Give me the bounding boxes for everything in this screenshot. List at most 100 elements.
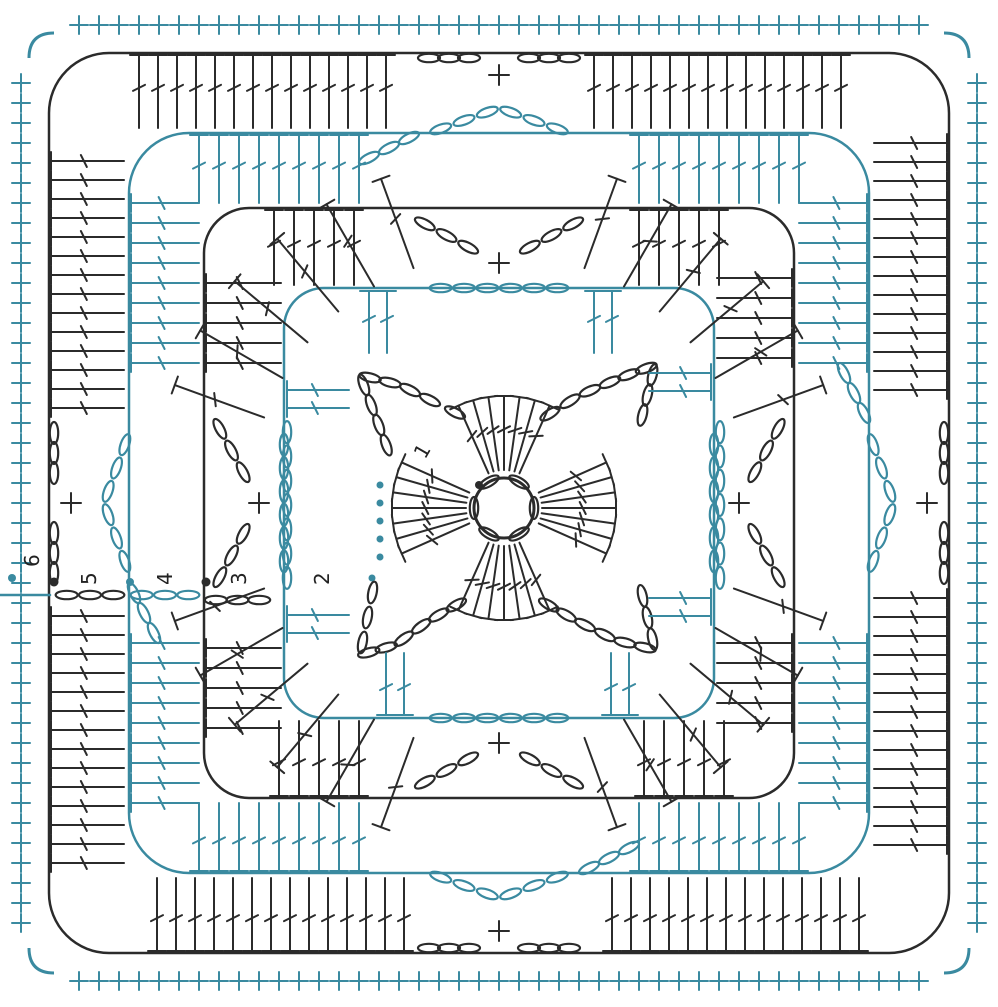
double-crochet-stitch (874, 722, 947, 740)
double-crochet-stitch (131, 234, 199, 252)
slip-stitch-dot (377, 536, 384, 543)
double-crochet-stitch (690, 135, 708, 203)
double-crochet-stitch (51, 683, 124, 701)
double-crochet-stitch (799, 674, 867, 692)
chain-stitch (109, 526, 124, 550)
double-crochet-stitch (51, 626, 124, 644)
double-crochet-stitch (670, 210, 688, 285)
stitch-crossbar (519, 431, 532, 433)
chain-stitch (476, 886, 500, 901)
double-crochet-stitch (51, 854, 124, 872)
chain-stitch (940, 442, 948, 464)
slip-stitch-dot (377, 482, 384, 489)
chain-stitch (538, 54, 560, 62)
double-crochet-stitch (51, 228, 124, 246)
chain-stitch (378, 376, 401, 389)
stitch-stem (235, 664, 308, 725)
corner-chain (944, 948, 969, 973)
double-crochet-stitch (850, 878, 868, 951)
double-crochet-stitch (395, 878, 413, 951)
double-crochet-stitch (378, 291, 396, 353)
double-crochet-stitch (131, 254, 199, 272)
stitch-crossbar (571, 472, 581, 481)
double-crochet-stitch (360, 291, 378, 353)
double-crochet-stitch (799, 634, 867, 652)
double-crochet-stitch (51, 645, 124, 663)
double-crochet-stitch (717, 289, 792, 307)
double-crochet-stitch (350, 803, 368, 871)
double-crochet-stitch (224, 878, 242, 951)
double-crochet-stitch (715, 721, 733, 796)
chain-stitch (845, 381, 862, 404)
double-crochet-stitch (717, 269, 792, 287)
chain-stitch (646, 363, 659, 386)
chain-stitch (363, 393, 379, 417)
double-crochet-stitch (630, 135, 648, 203)
chain-stitch (361, 606, 374, 629)
double-crochet-stitch (799, 294, 867, 312)
stitch-crossbar (391, 214, 400, 224)
double-crochet-stitch (376, 878, 394, 951)
double-crochet-stitch (603, 878, 621, 951)
double-crochet-stitch (874, 172, 947, 190)
chain-stitch (716, 470, 724, 492)
chain-stitch (438, 944, 460, 952)
stitch-stem (691, 281, 764, 342)
chain-stitch (458, 54, 480, 62)
double-crochet-stitch (603, 291, 621, 353)
stitch-crossbar (261, 695, 273, 700)
double-crochet-stitch (206, 719, 281, 737)
chain-stitch (641, 606, 654, 629)
double-crochet-stitch (350, 721, 368, 796)
double-crochet-stitch (874, 836, 947, 854)
round-5-frame (49, 53, 949, 953)
double-crochet-stitch (690, 803, 708, 871)
stitch-stem (277, 239, 338, 312)
double-crochet-stitch (206, 334, 281, 352)
stitch-crossbar (724, 306, 736, 311)
double-crochet-stitch (270, 135, 288, 203)
corner-chain (944, 33, 969, 58)
double-crochet-stitch (377, 55, 395, 128)
double-crochet-stitch (270, 803, 288, 871)
double-crochet-stitch (604, 55, 622, 128)
double-crochet-stitch (287, 381, 349, 399)
double-crochet-stitch (734, 377, 826, 418)
double-crochet-stitch (695, 721, 713, 796)
double-crochet-stitch (799, 754, 867, 772)
double-crochet-stitch (649, 382, 711, 400)
double-crochet-stitch (710, 135, 728, 203)
chain-stitch (223, 439, 241, 462)
double-crochet-stitch (874, 362, 947, 380)
chain-stitch (413, 215, 436, 233)
stitch-stem (381, 179, 413, 268)
chain-stitch (418, 54, 440, 62)
chart-structure (0, 33, 969, 973)
stitch-stem (734, 385, 823, 417)
chain-stitch (746, 460, 764, 483)
slip-stitch-dot (377, 554, 384, 561)
double-crochet-stitch (51, 266, 124, 284)
chain-stitch (398, 381, 421, 398)
chain-stitch (101, 503, 116, 527)
double-crochet-stitch (51, 702, 124, 720)
chain-stitch (131, 591, 153, 599)
double-crochet-stitch (585, 176, 626, 268)
double-crochet-stitch (874, 286, 947, 304)
stitch-stem (585, 179, 617, 268)
chain-stitch (518, 750, 541, 768)
chain-stitch (135, 601, 152, 624)
round-3-start-dot (202, 578, 211, 587)
double-crochet-stitch (51, 816, 124, 834)
double-crochet-stitch (874, 798, 947, 816)
chain-stitch (438, 54, 460, 62)
double-crochet-stitch (131, 314, 199, 332)
double-crochet-stitch (357, 878, 375, 951)
stitch-crossbar (760, 647, 761, 660)
double-crochet-stitch (874, 741, 947, 759)
double-crochet-stitch (320, 55, 338, 128)
stitch-crossbar (476, 582, 489, 584)
chain-stitch (940, 422, 948, 444)
double-crochet-stitch (874, 191, 947, 209)
double-crochet-stitch (799, 714, 867, 732)
